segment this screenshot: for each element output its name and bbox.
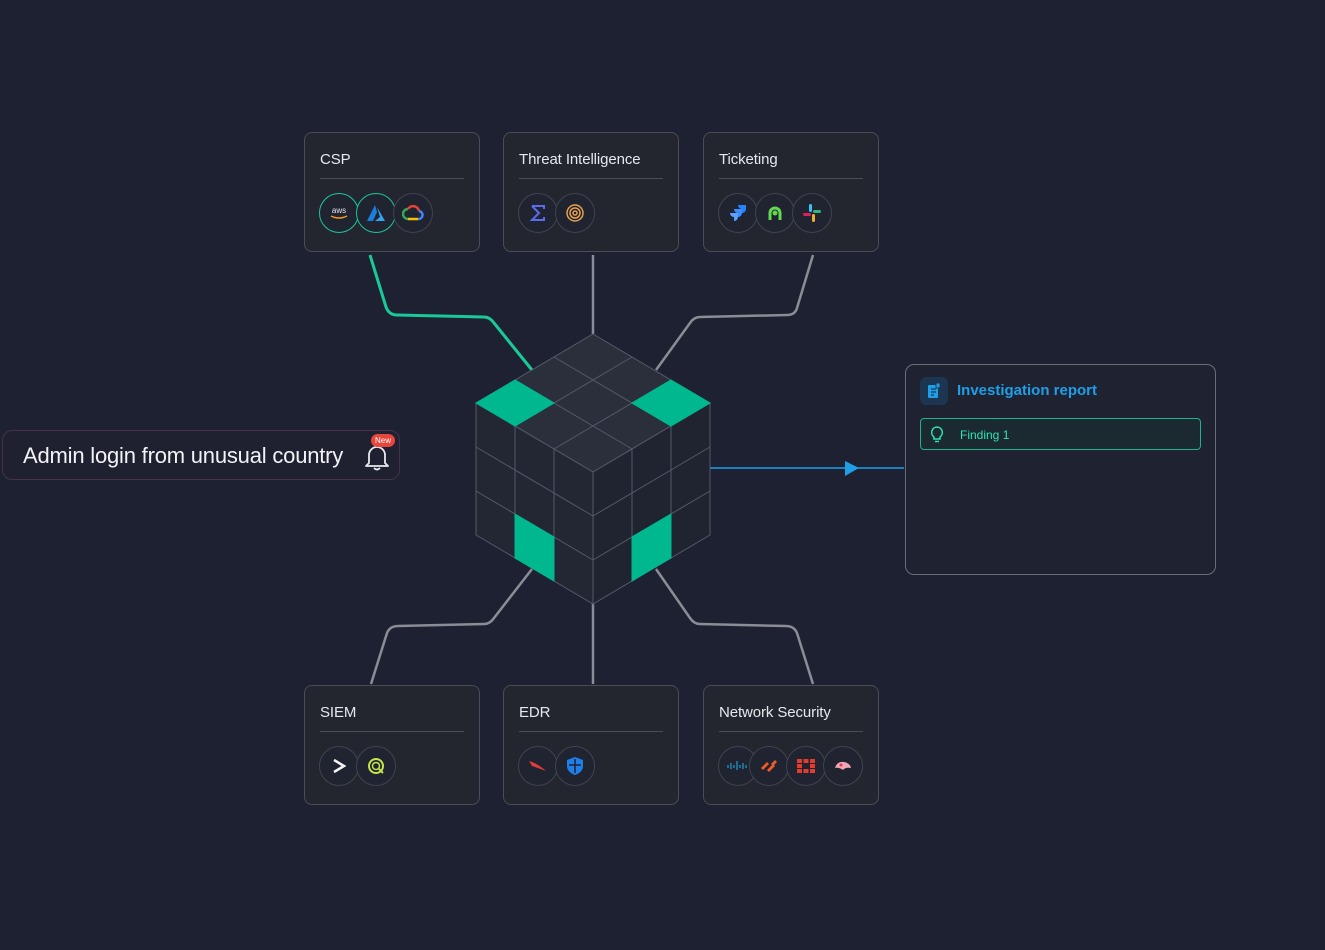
connector-csp: [368, 254, 534, 371]
arrow-right-icon: [845, 461, 859, 476]
connector-siem: [369, 568, 533, 685]
divider: [320, 731, 464, 732]
qradar-icon[interactable]: [356, 746, 396, 786]
card-ticketing[interactable]: Ticketing: [703, 132, 879, 252]
divider: [719, 731, 863, 732]
investigation-report-panel[interactable]: Investigation report Finding 1: [905, 364, 1216, 575]
card-title: Ticketing: [719, 151, 778, 168]
bell-icon[interactable]: [363, 441, 391, 471]
google-cloud-icon[interactable]: [393, 193, 433, 233]
fortinet-icon[interactable]: [786, 746, 826, 786]
card-title: Threat Intelligence: [519, 151, 641, 168]
card-csp[interactable]: CSP aws: [304, 132, 480, 252]
azure-icon[interactable]: [356, 193, 396, 233]
checkpoint-icon[interactable]: [823, 746, 863, 786]
alert-text: Admin login from unusual country: [23, 443, 344, 468]
sigma-icon[interactable]: [518, 193, 558, 233]
card-title: EDR: [519, 704, 551, 721]
splunk-icon[interactable]: [319, 746, 359, 786]
card-threat-intelligence[interactable]: Threat Intelligence: [503, 132, 679, 252]
card-title: Network Security: [719, 704, 831, 721]
card-network-security[interactable]: Network Security: [703, 685, 879, 805]
finding-item[interactable]: Finding 1: [920, 418, 1201, 450]
rings-icon[interactable]: [555, 193, 595, 233]
new-badge: New: [371, 434, 396, 447]
divider: [519, 178, 663, 179]
report-title: Investigation report: [957, 382, 1098, 399]
cube-graphic: [475, 333, 711, 605]
alert-notification[interactable]: Admin login from unusual country New: [2, 430, 400, 480]
palo-alto-icon[interactable]: [749, 746, 789, 786]
divider: [519, 731, 663, 732]
finding-label: Finding 1: [960, 428, 1010, 442]
connector-network: [654, 568, 815, 685]
ring-logo-icon[interactable]: [755, 193, 795, 233]
slack-icon[interactable]: [792, 193, 832, 233]
card-title: CSP: [320, 151, 351, 168]
jira-icon[interactable]: [718, 193, 758, 233]
crowdstrike-icon[interactable]: [518, 746, 558, 786]
defender-shield-icon[interactable]: [555, 746, 595, 786]
svg-text:aws: aws: [332, 206, 346, 215]
card-edr[interactable]: EDR: [503, 685, 679, 805]
divider: [320, 178, 464, 179]
divider: [719, 178, 863, 179]
aws-icon[interactable]: aws: [319, 193, 359, 233]
document-icon: [920, 377, 948, 405]
lightbulb-icon: [930, 426, 944, 443]
card-siem[interactable]: SIEM: [304, 685, 480, 805]
connector-ticketing: [654, 254, 815, 371]
card-title: SIEM: [320, 704, 357, 721]
